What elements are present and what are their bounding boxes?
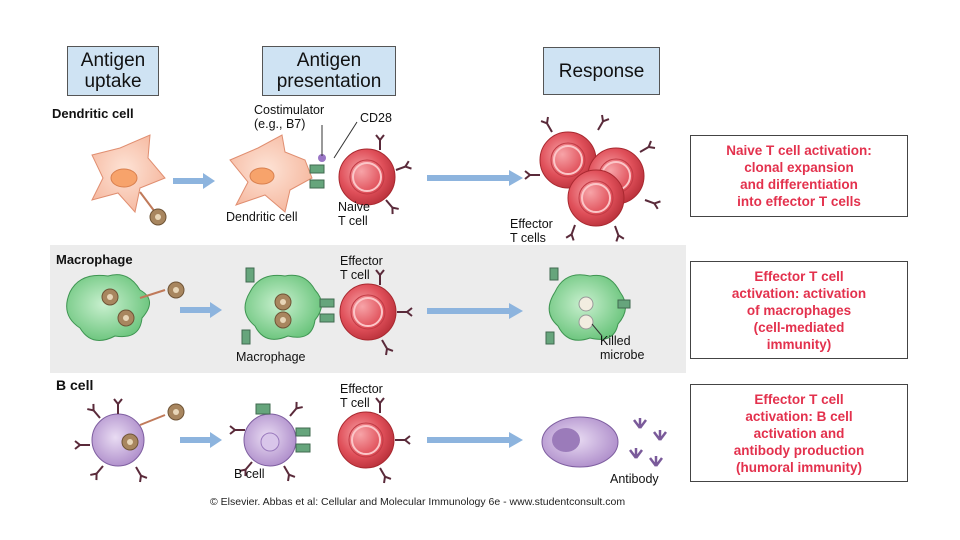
arrow-icon xyxy=(427,170,523,186)
arrow-icon xyxy=(427,432,523,448)
effector-t-cell-label: Effector T cell xyxy=(340,382,383,410)
costimulator-label: Costimulator (e.g., B7) xyxy=(254,103,325,131)
cd28-label: CD28 xyxy=(360,111,392,125)
antibody-icon xyxy=(629,418,667,467)
antibody-label: Antibody xyxy=(610,472,659,486)
credit-line: © Elsevier. Abbas et al: Cellular and Mo… xyxy=(210,496,626,508)
effector-t-cell xyxy=(339,283,397,341)
header-antigen-presentation: Antigen presentation xyxy=(262,46,396,96)
effector-t-cell xyxy=(337,411,395,469)
naive-t-cell xyxy=(338,148,396,206)
row-label-macrophage: Macrophage xyxy=(56,252,133,267)
arrow-icon xyxy=(180,432,222,448)
outcome-naive-activation: Naive T cell activation: clonal expansio… xyxy=(690,135,908,217)
outcome-macrophage-activation: Effector T cell activation: activation o… xyxy=(690,261,908,359)
effector-t-cells-label: Effector T cells xyxy=(510,217,553,245)
microbe-icon xyxy=(167,281,185,299)
effector-t-cell-label: Effector T cell xyxy=(340,254,383,282)
macrophage-uptake xyxy=(66,274,150,341)
microbe-icon xyxy=(167,403,185,421)
macrophage-label: Macrophage xyxy=(236,350,306,364)
row-label-b-cell: B cell xyxy=(56,377,94,393)
header-antigen-uptake: Antigen uptake xyxy=(67,46,159,96)
row-label-dendritic: Dendritic cell xyxy=(52,106,134,121)
naive-t-cell-label: Naive T cell xyxy=(338,200,370,228)
outcome-b-cell-activation: Effector T cell activation: B cell activ… xyxy=(690,384,908,482)
dendritic-cell-label: Dendritic cell xyxy=(226,210,298,224)
killed-microbe-label: Killed microbe xyxy=(600,334,645,362)
microbe-icon xyxy=(149,208,167,226)
arrow-icon xyxy=(173,173,215,189)
arrow-icon xyxy=(180,302,222,318)
arrow-icon xyxy=(427,303,523,319)
header-response: Response xyxy=(543,47,660,95)
b-cell-label: B cell xyxy=(234,467,265,481)
